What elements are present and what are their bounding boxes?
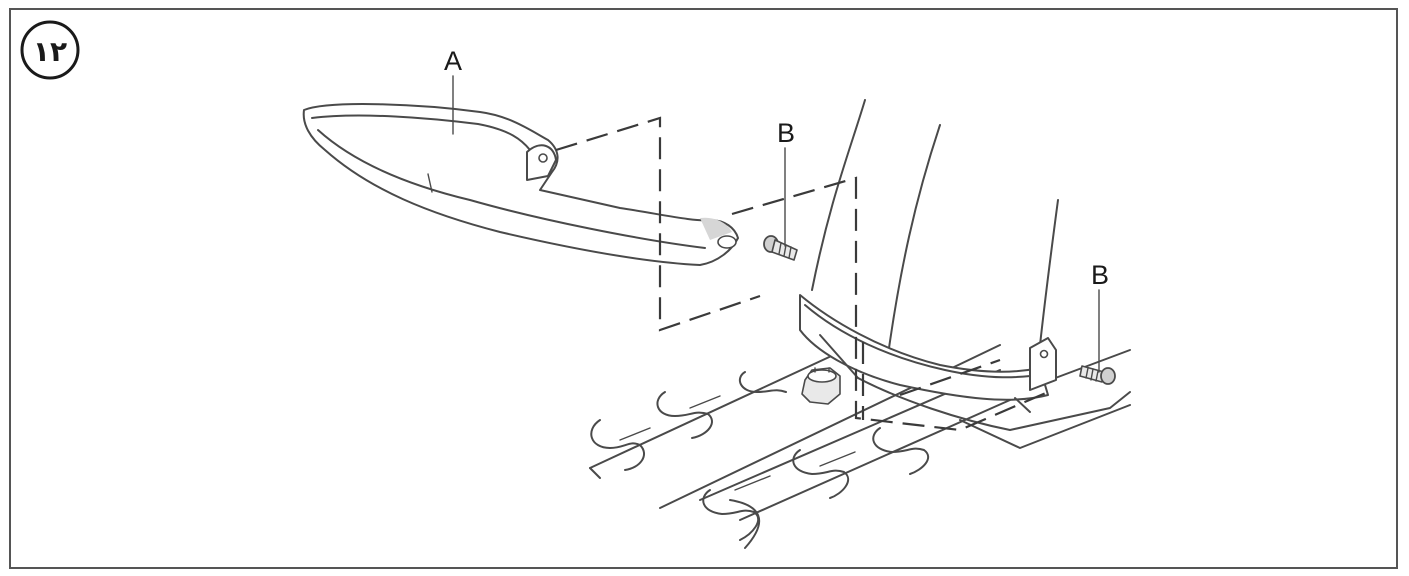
gear-housing [799, 99, 1131, 449]
part-a-hand-guard [302, 103, 739, 266]
step-badge: ١٢ [20, 20, 80, 80]
label-a: A [444, 46, 462, 76]
step-number: ١٢ [33, 35, 67, 68]
label-b-right: B [1091, 260, 1109, 290]
label-b-left: B [777, 118, 795, 148]
alignment-guides [555, 116, 1049, 432]
figure-frame [9, 8, 1398, 569]
bolt-b-left [763, 147, 798, 261]
bolt-b-right [1079, 289, 1116, 385]
